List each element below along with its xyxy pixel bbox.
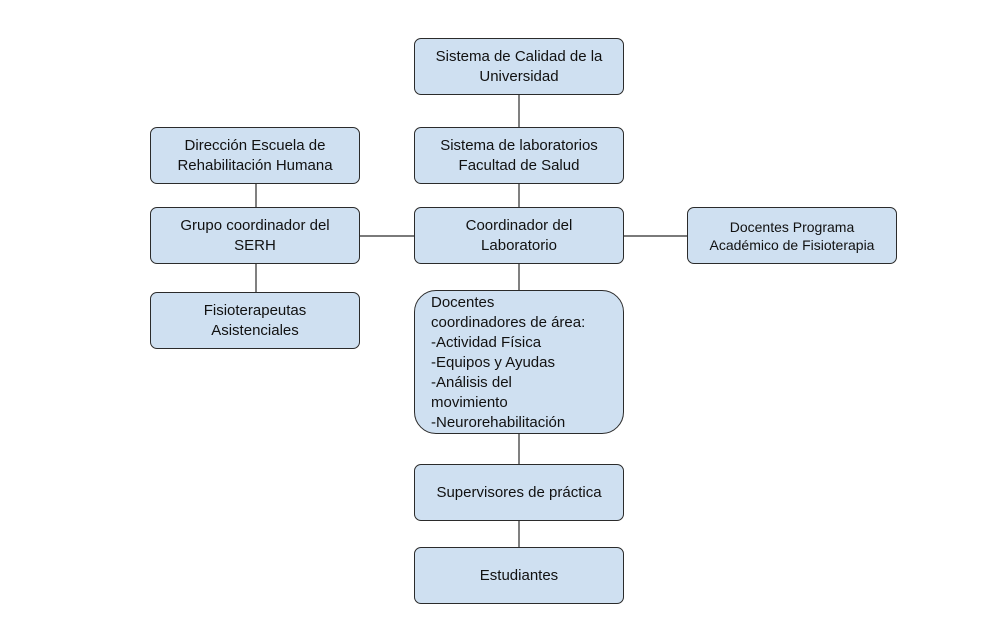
node-sistema-laboratorios: Sistema de laboratorios Facultad de Salu… (414, 127, 624, 184)
node-docentes-programa-label: Docentes Programa Académico de Fisiotera… (709, 218, 875, 253)
node-supervisores: Supervisores de práctica (414, 464, 624, 521)
node-direccion-escuela-label: Dirección Escuela de Rehabilitación Huma… (177, 136, 333, 174)
node-docentes-coordinadores-label: Docentes coordinadores de área: -Activid… (431, 294, 586, 431)
node-fisioterapeutas-label: Fisioterapeutas Asistenciales (203, 301, 307, 339)
node-sistema-calidad: Sistema de Calidad de la Universidad (414, 38, 624, 95)
node-sistema-calidad-label: Sistema de Calidad de la Universidad (435, 47, 603, 85)
node-docentes-programa: Docentes Programa Académico de Fisiotera… (687, 207, 897, 264)
node-grupo-coordinador-label: Grupo coordinador del SERH (180, 216, 330, 254)
node-sistema-laboratorios-label: Sistema de laboratorios Facultad de Salu… (440, 136, 598, 174)
node-estudiantes: Estudiantes (414, 547, 624, 604)
node-supervisores-label: Supervisores de práctica (436, 483, 602, 501)
node-grupo-coordinador: Grupo coordinador del SERH (150, 207, 360, 264)
node-coordinador-laboratorio-label: Coordinador del Laboratorio (465, 216, 573, 254)
node-docentes-coordinadores: Docentes coordinadores de área: -Activid… (414, 290, 624, 434)
node-direccion-escuela: Dirección Escuela de Rehabilitación Huma… (150, 127, 360, 184)
node-estudiantes-label: Estudiantes (479, 566, 559, 584)
node-coordinador-laboratorio: Coordinador del Laboratorio (414, 207, 624, 264)
node-fisioterapeutas: Fisioterapeutas Asistenciales (150, 292, 360, 349)
